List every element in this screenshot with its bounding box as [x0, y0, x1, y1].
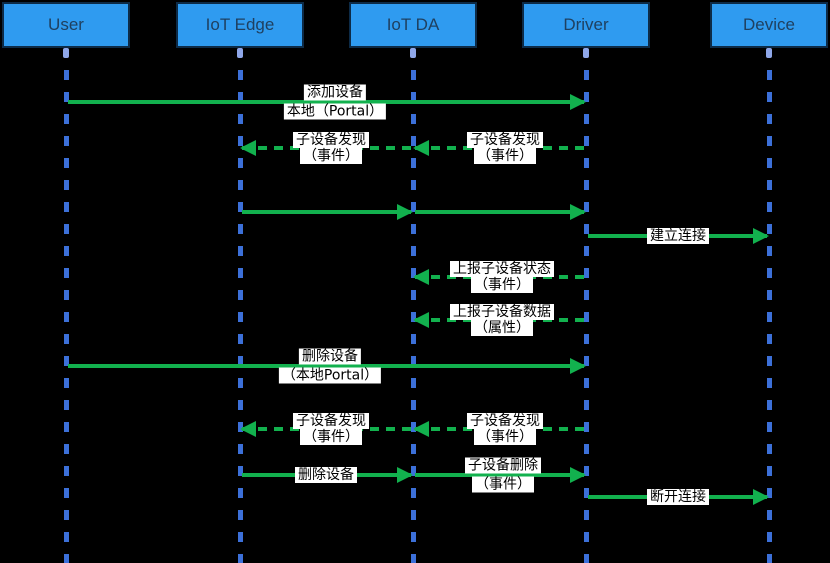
lifeline-stub: [583, 48, 589, 58]
message-arrow: [68, 100, 584, 104]
message-label: 断开连接: [647, 489, 709, 505]
actor-box-user: User: [2, 2, 130, 48]
message-label-line: 删除设备: [298, 348, 361, 365]
lifeline-device: [767, 70, 772, 563]
message-arrow: [415, 210, 584, 214]
arrowhead-left-icon: [240, 140, 256, 156]
message-label: 上报子设备状态（事件）: [450, 261, 554, 293]
message-label-line: （事件）: [471, 277, 533, 293]
arrowhead-right-icon: [570, 467, 586, 483]
message-arrow: [415, 473, 584, 477]
lifeline-stub: [410, 48, 416, 58]
message-label-line: 子设备发现: [293, 413, 369, 429]
message-label-line: 建立连接: [647, 228, 709, 244]
message-label-line: 上报子设备数据: [450, 304, 554, 320]
actor-label: Driver: [563, 15, 609, 34]
arrowhead-left-icon: [413, 269, 429, 285]
message-label-line: （本地Portal）: [278, 367, 382, 384]
actor-box-driver: Driver: [522, 2, 650, 48]
message-label-line: 子设备发现: [467, 132, 543, 148]
message-label-line: （事件）: [474, 429, 536, 445]
message-label-line: 添加设备: [303, 84, 366, 101]
message-label-line: （事件）: [300, 429, 362, 445]
message-label: 子设备发现（事件）: [293, 132, 369, 164]
actor-label: Device: [743, 15, 795, 34]
arrowhead-left-icon: [413, 140, 429, 156]
actor-box-device: Device: [710, 2, 828, 48]
message-arrow: [242, 210, 411, 214]
message-label-line: （事件）: [300, 148, 362, 164]
lifeline-driver: [584, 70, 589, 563]
lifeline-stub: [766, 48, 772, 58]
arrowhead-left-icon: [413, 312, 429, 328]
message-label-line: 子设备发现: [467, 413, 543, 429]
message-label: 删除设备 （本地Portal）: [278, 348, 382, 384]
actor-box-iot-edge: IoT Edge: [176, 2, 304, 48]
message-label-line: 上报子设备状态: [450, 261, 554, 277]
actor-label: User: [48, 15, 84, 34]
message-label-line: （事件）: [474, 148, 536, 164]
arrowhead-right-icon: [570, 358, 586, 374]
arrowhead-right-icon: [570, 204, 586, 220]
lifeline-user: [64, 70, 69, 563]
message-arrow: [68, 364, 584, 368]
actor-box-iot-da: IoT DA: [349, 2, 477, 48]
message-label-line: 删除设备: [295, 467, 357, 483]
arrowhead-right-icon: [753, 489, 769, 505]
arrowhead-left-icon: [240, 421, 256, 437]
lifeline-iot-edge: [238, 70, 243, 563]
message-label: 上报子设备数据（属性）: [450, 304, 554, 336]
arrowhead-left-icon: [413, 421, 429, 437]
message-label: 子设备发现（事件）: [293, 413, 369, 445]
arrowhead-right-icon: [397, 204, 413, 220]
message-label-line: （事件）: [472, 476, 534, 493]
actor-label: IoT Edge: [205, 15, 275, 34]
message-label: 子设备发现（事件）: [467, 132, 543, 164]
message-label: 子设备发现（事件）: [467, 413, 543, 445]
message-label: 添加设备本地（Portal）: [283, 84, 387, 120]
actor-label: IoT DA: [386, 15, 440, 34]
message-label: 建立连接: [647, 228, 709, 244]
message-label-line: 本地（Portal）: [283, 103, 387, 120]
message-label-line: 子设备删除: [465, 457, 541, 474]
arrowhead-right-icon: [397, 467, 413, 483]
lifeline-stub: [237, 48, 243, 58]
message-label: 删除设备: [295, 467, 357, 483]
message-label-line: （属性）: [471, 320, 533, 336]
arrowhead-right-icon: [753, 228, 769, 244]
arrowhead-right-icon: [570, 94, 586, 110]
message-label: 子设备删除 （事件）: [465, 457, 541, 493]
lifeline-stub: [63, 48, 69, 58]
message-label-line: 断开连接: [647, 489, 709, 505]
message-label-line: 子设备发现: [293, 132, 369, 148]
